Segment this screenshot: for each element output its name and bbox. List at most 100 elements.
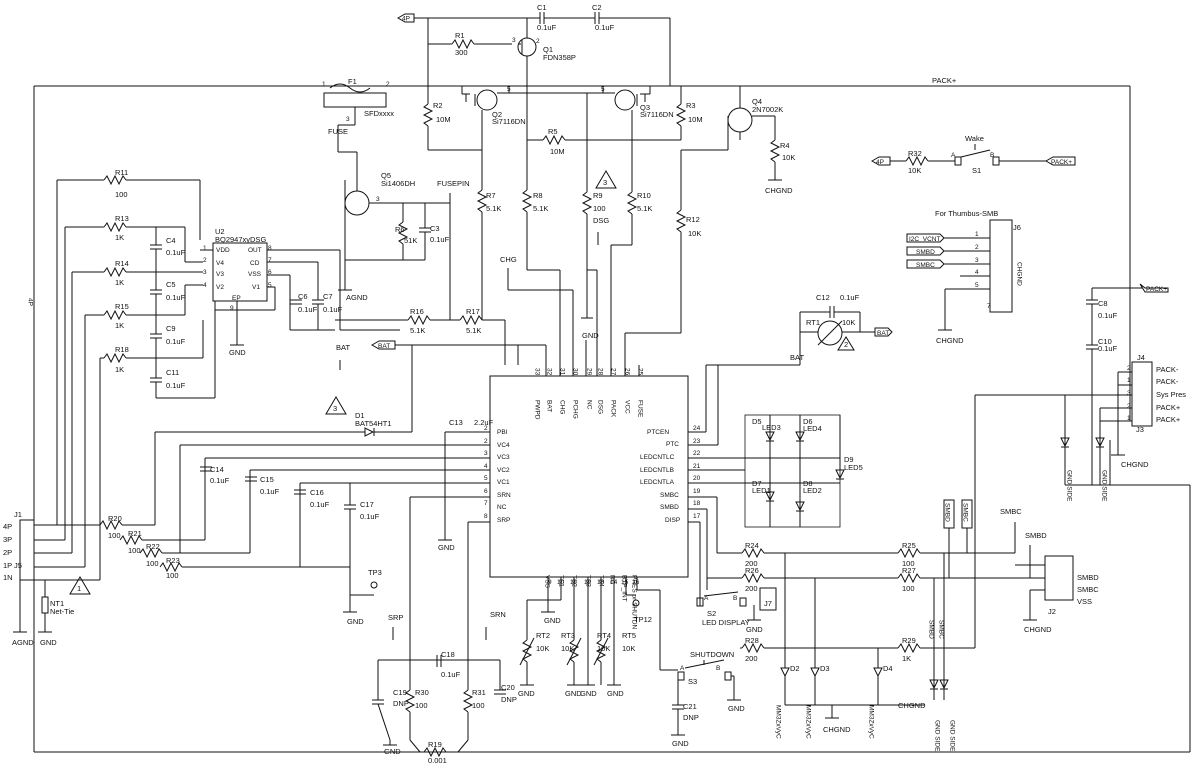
svg-text:300: 300 (455, 48, 468, 57)
thermistor-rt1: RT1 10K (800, 318, 875, 346)
svg-text:1K: 1K (115, 365, 124, 374)
svg-text:R10: R10 (637, 191, 651, 200)
svg-text:0.1uF: 0.1uF (298, 305, 318, 314)
resistor-r9: R9 100 (581, 191, 606, 270)
svg-text:BAT: BAT (378, 343, 390, 350)
wake-switch-group[interactable]: 4P R32 10K Wake A B S1 PACK+ (870, 134, 1076, 175)
svg-text:100: 100 (902, 584, 915, 593)
svg-text:J4: J4 (1137, 353, 1145, 362)
svg-text:D8: D8 (803, 479, 813, 488)
svg-text:For Thumbus-SMB: For Thumbus-SMB (935, 209, 998, 218)
switch-s3[interactable]: SHUTDOWN A B S3 GND (660, 650, 745, 713)
capacitor-c12: C12 0.1uF (799, 293, 861, 332)
resistor-r23: R23 100 (159, 556, 350, 580)
svg-text:R28: R28 (745, 636, 759, 645)
svg-text:J6: J6 (1013, 223, 1021, 232)
svg-text:1: 1 (203, 245, 207, 252)
svg-text:3P: 3P (3, 535, 12, 544)
svg-text:C16: C16 (310, 488, 324, 497)
svg-text:V2: V2 (216, 284, 224, 291)
svg-text:10K: 10K (561, 644, 574, 653)
svg-text:0.1uF: 0.1uF (1098, 344, 1118, 353)
svg-text:Wake: Wake (965, 134, 984, 143)
svg-text:MM3ZxVyC: MM3ZxVyC (775, 705, 782, 739)
svg-text:PTCEN: PTCEN (647, 429, 669, 436)
svg-text:2: 2 (1127, 403, 1131, 410)
resistor-r31: R31 100 (462, 660, 486, 740)
resistor-r12: R12 10K (675, 209, 701, 333)
svg-text:CHGND: CHGND (898, 701, 926, 710)
svg-text:GND: GND (438, 543, 455, 552)
svg-text:NC: NC (497, 504, 507, 511)
svg-text:1: 1 (77, 584, 81, 593)
svg-text:DNP: DNP (683, 713, 699, 722)
svg-text:8: 8 (484, 513, 488, 520)
resistor-r2: R2 10M (422, 86, 451, 150)
svg-text:2P: 2P (3, 548, 12, 557)
svg-text:SMBD: SMBD (916, 249, 935, 256)
connector-j2[interactable]: SMBC SMBD SMBD SMBC VSS J2 CHGND (1000, 507, 1099, 634)
svg-text:CHGND: CHGND (1024, 625, 1052, 634)
connector-j4[interactable]: PACK+ C8 0.1uF C10 0.1uF J4 J3 PACK- PAC… (1060, 283, 1186, 502)
capacitor-c20: C20 DNP (494, 660, 517, 704)
svg-text:0.001: 0.001 (428, 756, 447, 765)
svg-text:C8: C8 (1098, 299, 1108, 308)
svg-text:22: 22 (693, 450, 701, 457)
svg-text:R32: R32 (908, 149, 922, 158)
svg-text:R29: R29 (902, 636, 916, 645)
svg-text:B: B (716, 665, 720, 672)
svg-text:R12: R12 (686, 215, 700, 224)
svg-text:1K: 1K (115, 233, 124, 242)
svg-text:I2C_VCNT: I2C_VCNT (909, 236, 940, 243)
svg-text:1: 1 (975, 231, 979, 238)
svg-text:0.1uF: 0.1uF (537, 23, 557, 32)
svg-text:LED DISPLAY: LED DISPLAY (702, 618, 750, 627)
svg-text:3: 3 (376, 196, 380, 203)
svg-text:1K: 1K (115, 321, 124, 330)
svg-text:R26: R26 (745, 566, 759, 575)
svg-text:17: 17 (693, 513, 701, 520)
svg-text:SMBD: SMBD (660, 504, 679, 511)
svg-text:NC: NC (609, 575, 616, 585)
svg-text:R24: R24 (745, 541, 759, 550)
svg-text:20: 20 (693, 475, 701, 482)
capacitor-c16: C16 0.1uF (294, 488, 330, 509)
svg-text:0.1uF: 0.1uF (441, 670, 461, 679)
svg-text:PWPD: PWPD (534, 400, 541, 420)
svg-text:1: 1 (322, 81, 326, 88)
svg-text:SMBC: SMBC (1000, 507, 1022, 516)
svg-text:15: 15 (621, 579, 629, 586)
svg-text:25: 25 (637, 368, 644, 376)
svg-text:C13: C13 (449, 418, 463, 427)
svg-text:2: 2 (975, 244, 979, 251)
zener-diodes: D2 MM3ZxVyC D3 MM3ZxVyC D4 MM3ZxVyC CHGN… (775, 553, 926, 739)
svg-text:U2: U2 (215, 227, 225, 236)
svg-text:D1: D1 (355, 411, 365, 420)
svg-text:2: 2 (1127, 365, 1131, 372)
svg-text:C2: C2 (592, 3, 602, 12)
net-srp: SRP (388, 613, 403, 640)
svg-text:R1: R1 (455, 31, 465, 40)
capacitor-c21: GND C21 DNP (671, 676, 699, 748)
svg-text:FUSEPIN: FUSEPIN (437, 179, 470, 188)
svg-text:D7: D7 (752, 479, 762, 488)
svg-text:PACK+: PACK+ (1156, 415, 1181, 424)
connector-j6[interactable]: For Thumbus-SMB J6 CHGND I2C_VCNT SMBD S… (906, 209, 1023, 345)
svg-text:SMBD: SMBD (1025, 531, 1047, 540)
svg-text:GND: GND (582, 331, 599, 340)
svg-text:GND: GND (229, 348, 246, 357)
svg-text:3: 3 (512, 37, 516, 44)
svg-text:0.1uF: 0.1uF (260, 487, 280, 496)
svg-text:NC: NC (586, 400, 593, 410)
svg-text:SMBD: SMBD (944, 503, 951, 522)
svg-text:D2: D2 (790, 664, 800, 673)
svg-text:VC2: VC2 (497, 467, 510, 474)
svg-text:R14: R14 (115, 259, 129, 268)
connector-j1[interactable]: J1 4P 3P 2P 1P 1N J5 (3, 510, 100, 582)
svg-text:4: 4 (484, 463, 488, 470)
capacitor-c13: GND C13 2.2uF (438, 418, 494, 552)
svg-text:R11: R11 (115, 168, 128, 177)
switch-s2[interactable]: A B S2 LED DISPLAY J7 GND (696, 587, 777, 634)
svg-text:6: 6 (268, 269, 272, 276)
svg-text:CHG: CHG (559, 400, 566, 414)
